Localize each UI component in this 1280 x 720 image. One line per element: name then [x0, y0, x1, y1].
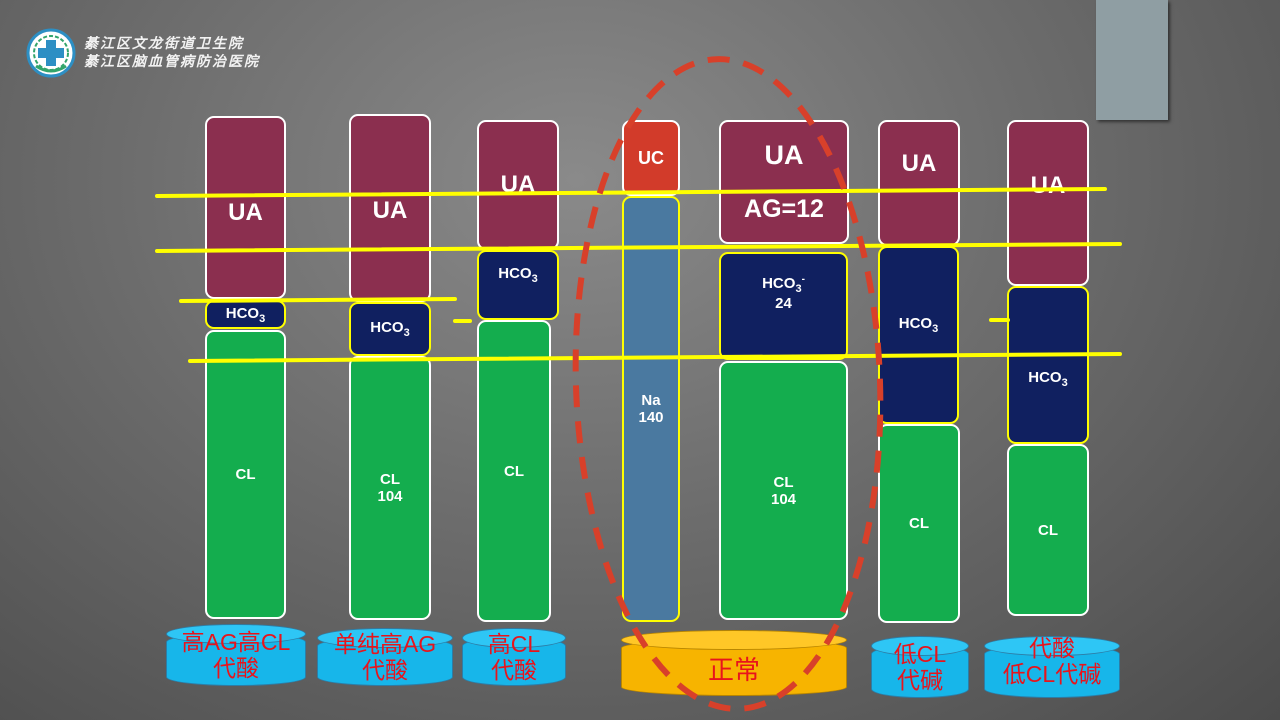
- col4-hco3-text: HCO3: [898, 315, 939, 335]
- normal-cl-text: CL: [773, 473, 794, 491]
- col1-hco3-text: HCO3: [225, 304, 266, 325]
- col3-hco3-text: HCO3: [498, 265, 538, 285]
- col2-ua-block: UA: [349, 114, 431, 302]
- col2-label-line1: 单纯高AG: [333, 631, 437, 657]
- col2-ua-text: UA: [372, 197, 408, 224]
- normal-cl-block: CL 104: [719, 361, 848, 620]
- col1-cl-text: CL: [235, 466, 256, 483]
- corner-decoration: [1096, 0, 1168, 120]
- col2-hco3-block: HCO3: [349, 302, 431, 356]
- col1-label-line2: 代酸: [213, 655, 259, 681]
- col3-label-line1: 高CL: [487, 631, 541, 657]
- col2-cl-value: 104: [377, 488, 403, 505]
- col5-cl-block: CL: [1007, 444, 1089, 616]
- normal-label-text: 正常: [707, 655, 760, 685]
- normal-hco3-text: HCO3-: [762, 274, 805, 295]
- hospital-name: 綦江区文龙街道卫生院 綦江区脑血管病防治医院: [84, 35, 260, 71]
- normal-ua-text: UA: [764, 140, 804, 170]
- col3-cl-block: CL: [477, 320, 551, 622]
- col4-hco3-block: HCO3: [878, 246, 959, 424]
- col3-label-cylinder: 高CL 代酸: [462, 628, 566, 686]
- col5-cl-text: CL: [1038, 521, 1058, 539]
- normal-cl-value: 104: [770, 490, 797, 508]
- col3-ua-text: UA: [500, 171, 536, 198]
- col2-label-line2: 代酸: [362, 657, 408, 683]
- col2-hco3-text: HCO3: [370, 319, 410, 339]
- hospital-name-line2: 綦江区脑血管病防治医院: [84, 54, 260, 70]
- col4-label-cylinder: 低CL 代碱: [871, 636, 969, 698]
- hospital-logo-icon: [26, 28, 76, 78]
- col1-label-line1: 高AG高CL: [181, 629, 291, 655]
- hospital-name-line1: 綦江区文龙街道卫生院: [84, 36, 244, 52]
- normal-uc-text: UC: [638, 147, 664, 168]
- col5-ua-block: UA: [1007, 120, 1089, 286]
- col5-hco3-text: HCO3: [1028, 369, 1068, 389]
- normal-na-text: Na: [641, 392, 661, 409]
- normal-hco3-value: 24: [775, 295, 792, 312]
- normal-ag-text: AG=12: [744, 195, 824, 223]
- col5-hco3-block: HCO3: [1007, 286, 1089, 444]
- col5-label-cylinder: 代酸 低CL代碱: [984, 635, 1120, 698]
- col1-ua-block: UA: [205, 116, 286, 299]
- col2-label-cylinder: 单纯高AG 代酸: [317, 628, 453, 686]
- col3-ua-block: UA: [477, 120, 559, 250]
- col4-cl-text: CL: [909, 515, 929, 532]
- normal-hco3-block: HCO3- 24: [719, 252, 848, 360]
- normal-label-cylinder: 正常: [621, 630, 847, 696]
- normal-na-block: Na 140: [622, 196, 680, 622]
- col3-cl-text: CL: [504, 462, 524, 480]
- col4-label-line2: 代碱: [897, 667, 943, 693]
- col2-cl-text: CL: [380, 471, 400, 488]
- col1-ua-text: UA: [228, 198, 263, 226]
- col3-label-line2: 代酸: [491, 657, 537, 683]
- col1-cl-block: CL: [205, 330, 286, 619]
- col1-hco3-block: HCO3: [205, 300, 286, 329]
- col4-label-line1: 低CL: [893, 641, 947, 667]
- normal-na-value: 140: [638, 409, 664, 426]
- col5-label-line2: 低CL代碱: [1002, 661, 1102, 687]
- normal-uc-block: UC: [622, 120, 680, 196]
- col2-cl-block: CL 104: [349, 356, 431, 620]
- col4-cl-block: CL: [878, 424, 960, 623]
- normal-ua-block: UA AG=12: [719, 120, 849, 244]
- col3-hco3-block: HCO3: [477, 250, 559, 320]
- col4-ua-block: UA: [878, 120, 960, 246]
- col5-ua-text: UA: [1030, 172, 1066, 199]
- col4-ua-text: UA: [901, 150, 937, 177]
- col5-label-line1: 代酸: [1029, 635, 1075, 661]
- col1-label-cylinder: 高AG高CL 代酸: [166, 624, 306, 686]
